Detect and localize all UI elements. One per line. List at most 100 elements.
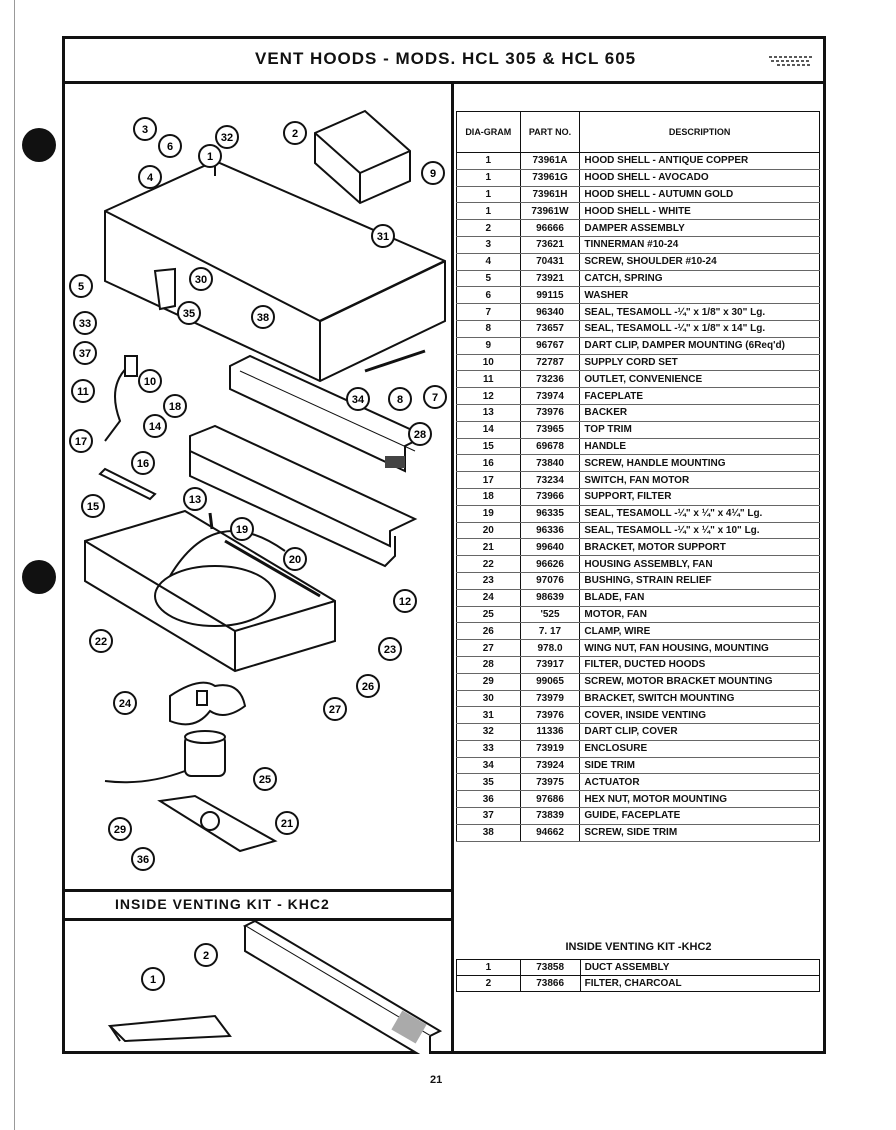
cell-part-number: 96340 <box>519 303 581 321</box>
callout-circle-38 <box>251 305 275 329</box>
callout-circle-2 <box>283 121 307 145</box>
cell-description: FILTER, DUCTED HOODS <box>579 656 820 674</box>
callout-circle-26 <box>356 674 380 698</box>
callout-label-15: 15 <box>87 501 99 513</box>
cell-diagram-number: 1 <box>456 169 521 187</box>
cell-part-number: 96336 <box>519 522 581 540</box>
cell-description: BRACKET, MOTOR SUPPORT <box>579 538 820 557</box>
callout-label-13: 13 <box>189 494 201 506</box>
cell-part-number: 73974 <box>519 387 581 405</box>
cell-part-number: 73979 <box>519 690 581 708</box>
callout-label-30: 30 <box>195 274 207 286</box>
cell-part-number: 99640 <box>519 538 581 557</box>
callout-circle-9 <box>421 161 445 185</box>
column-divider <box>451 81 454 1054</box>
cell-part-number: 978.0 <box>519 639 581 657</box>
callout-circle-21 <box>275 811 299 835</box>
cell-part-number: 7. 17 <box>519 622 581 641</box>
cell-part-number: 73966 <box>519 488 581 506</box>
cell-part-number: 73839 <box>519 807 581 825</box>
cell-part-number: 73961H <box>519 186 581 204</box>
cell-description: SCREW, SIDE TRIM <box>579 824 820 842</box>
cell-description: SEAL, TESAMOLL -¼" x ¼" x 4¼" Lg. <box>579 505 820 523</box>
cell-description: BLADE, FAN <box>579 589 820 607</box>
header-diagram: DIA-GRAM <box>456 111 521 153</box>
cell-description: SIDE TRIM <box>579 757 820 775</box>
cell-description: HOOD SHELL - AVOCADO <box>579 169 820 187</box>
callout-label-33: 33 <box>79 318 91 330</box>
callout-circle-29 <box>108 817 132 841</box>
cell-description: BACKER <box>579 404 820 422</box>
cell-diagram-number: 30 <box>456 690 521 708</box>
cell-diagram-number: 6 <box>456 286 521 305</box>
cell-part-number: '525 <box>519 606 581 624</box>
callout-label-20: 20 <box>289 554 301 566</box>
callout-circle-25 <box>253 767 277 791</box>
cell-diagram-number: 24 <box>456 589 521 607</box>
cell-description: SCREW, MOTOR BRACKET MOUNTING <box>579 673 820 691</box>
callout-circle-31 <box>371 224 395 248</box>
binder-hole-top <box>22 128 56 162</box>
callout-circle-6 <box>158 134 182 158</box>
cell-description: SUPPORT, FILTER <box>579 488 820 506</box>
cell-diagram-number: 1 <box>456 959 521 976</box>
cell-description: DUCT ASSEMBLY <box>579 959 821 976</box>
callout-circle-22 <box>89 629 113 653</box>
parts-sheet-frame: VENT HOODS - MODS. HCL 305 & HCL 605 <box>62 36 826 1063</box>
callout-circle-12 <box>393 589 417 613</box>
callout-label-27: 27 <box>329 704 341 716</box>
cell-diagram-number: 2 <box>456 975 521 992</box>
callout-circle-4 <box>138 165 162 189</box>
callout-label-18: 18 <box>169 401 181 413</box>
kit-callout-circle-1 <box>141 967 165 991</box>
callout-label-32: 32 <box>221 132 233 144</box>
cell-diagram-number: 9 <box>456 337 521 355</box>
cell-part-number: 73975 <box>519 773 581 792</box>
kit-callout-label-2: 2 <box>203 950 209 962</box>
callout-label-22: 22 <box>95 636 107 648</box>
cell-diagram-number: 17 <box>456 471 521 489</box>
cell-description: TINNERMAN #10-24 <box>579 236 820 254</box>
cell-part-number: 72787 <box>519 354 581 372</box>
kit-callout-label-1: 1 <box>150 974 156 986</box>
cell-part-number: 73961W <box>519 202 581 221</box>
callout-circle-1 <box>198 144 222 168</box>
cell-diagram-number: 38 <box>456 824 521 842</box>
page-edge <box>14 0 15 1130</box>
cell-diagram-number: 37 <box>456 807 521 825</box>
cell-part-number: 73234 <box>519 471 581 489</box>
cell-part-number: 97076 <box>519 572 581 590</box>
cell-diagram-number: 8 <box>456 320 521 338</box>
cell-diagram-number: 4 <box>456 253 521 271</box>
cell-part-number: 94662 <box>519 824 581 842</box>
callout-label-26: 26 <box>362 681 374 693</box>
callout-label-34: 34 <box>352 394 365 406</box>
cell-part-number: 96666 <box>519 219 581 237</box>
title-mark <box>769 56 813 66</box>
cell-description: BRACKET, SWITCH MOUNTING <box>579 690 820 708</box>
callout-circle-20 <box>283 547 307 571</box>
callout-circle-5 <box>69 274 93 298</box>
cell-description: COVER, INSIDE VENTING <box>579 706 820 725</box>
cell-diagram-number: 21 <box>456 538 521 557</box>
cell-diagram-number: 22 <box>456 555 521 573</box>
callout-label-10: 10 <box>144 376 156 388</box>
cell-part-number: 73924 <box>519 757 581 775</box>
cell-description: SEAL, TESAMOLL -¼" x 1/8" x 30" Lg. <box>579 303 820 321</box>
